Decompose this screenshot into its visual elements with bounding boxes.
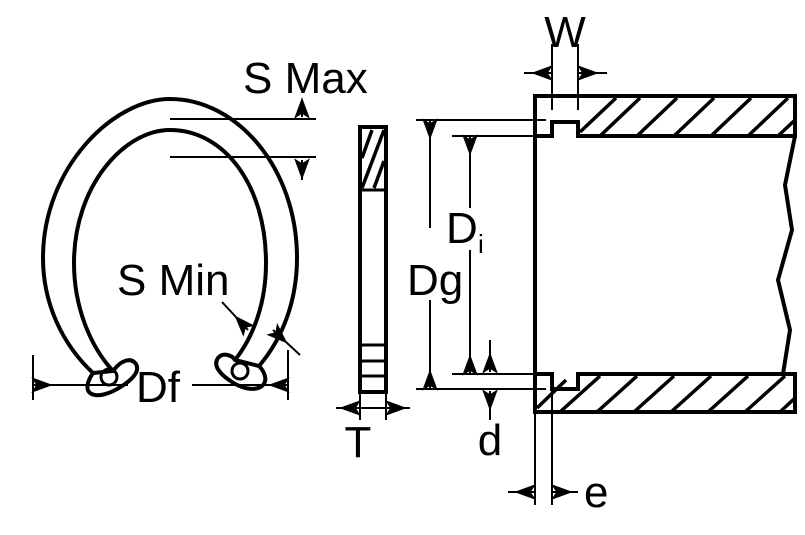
label-s-min: S Min (117, 256, 229, 305)
side-view-ring: T (336, 125, 410, 467)
dim-d: d (478, 340, 502, 465)
s-min-leaders (221, 301, 301, 356)
label-t: T (345, 418, 372, 467)
dim-dg: Dg (407, 118, 546, 391)
label-df: Df (136, 363, 181, 412)
ring-body-outline (40, 96, 300, 375)
label-di: D (446, 204, 478, 253)
break-line (775, 135, 797, 375)
label-d: d (478, 416, 502, 465)
label-s-max: S Max (243, 54, 368, 103)
label-w: W (544, 8, 586, 57)
dim-df: Df (31, 350, 290, 412)
bore-upper-hatch (578, 96, 797, 138)
ring-lug-right (214, 352, 268, 391)
ring-side-segments (360, 343, 386, 378)
front-view-ring: S Min Df S Max (31, 54, 368, 412)
label-di-subscript: i (478, 229, 484, 259)
dim-e: e (508, 389, 608, 517)
section-view-bore: W Dg D i d (407, 8, 797, 517)
label-dg: Dg (407, 256, 463, 305)
ring-section-hatch (360, 129, 386, 192)
label-e: e (584, 468, 608, 517)
dim-t: T (336, 392, 410, 467)
lug-hole-right (230, 361, 250, 381)
dim-w: W (524, 8, 607, 110)
dim-di: D i (446, 134, 546, 376)
ring-side-profile (358, 125, 388, 394)
dim-s-max: S Max (170, 54, 368, 180)
